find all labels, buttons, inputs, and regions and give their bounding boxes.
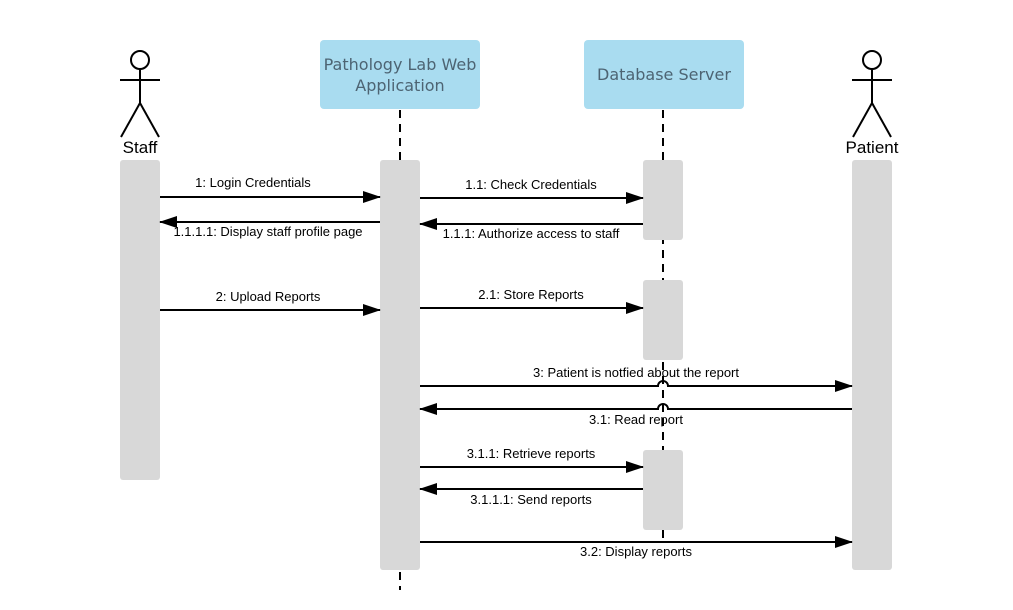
message-3-label: 3: Patient is notfied about the report (533, 365, 739, 380)
message-3-1-arrow (419, 403, 852, 415)
message-2: 2: Upload Reports (160, 289, 381, 316)
db-label: Database Server (597, 65, 731, 84)
message-1-1-label: 1.1: Check Credentials (465, 177, 597, 192)
message-3: 3: Patient is notfied about the report (420, 365, 853, 392)
staff-actor-icon (120, 50, 160, 138)
patient-activation-bar (852, 160, 892, 570)
message-1-1-1: 1.1.1: Authorize access to staff (419, 218, 643, 241)
message-3-arrow (420, 380, 853, 392)
message-2-1: 2.1: Store Reports (420, 287, 644, 314)
webapp-box (320, 40, 480, 109)
message-3-1-1-1: 3.1.1.1: Send reports (419, 483, 643, 507)
db-activation-bar-2 (643, 280, 683, 360)
staff-label: Staff (123, 138, 158, 157)
message-3-1: 3.1: Read report (419, 403, 852, 427)
message-2-1-label: 2.1: Store Reports (478, 287, 584, 302)
db-activation-bar-1 (643, 160, 683, 240)
message-3-1-1-label: 3.1.1: Retrieve reports (467, 446, 596, 461)
message-1-1: 1.1: Check Credentials (420, 177, 644, 204)
message-3-1-label: 3.1: Read report (589, 412, 683, 427)
message-1: 1: Login Credentials (160, 175, 381, 203)
message-1-label: 1: Login Credentials (195, 175, 311, 190)
message-2-label: 2: Upload Reports (216, 289, 321, 304)
message-1-1-1-label: 1.1.1: Authorize access to staff (443, 226, 620, 241)
db-box (584, 40, 744, 109)
message-1-1-1-1: 1.1.1.1: Display staff profile page (159, 216, 380, 239)
patient-actor-icon (852, 50, 892, 138)
message-1-1-1-1-label: 1.1.1.1: Display staff profile page (173, 224, 362, 239)
patient-label: Patient (846, 138, 899, 157)
message-3-2: 3.2: Display reports (420, 536, 853, 559)
message-3-1-1: 3.1.1: Retrieve reports (420, 446, 644, 473)
webapp-label-line2: Application (355, 76, 444, 95)
db-activation-bar-3 (643, 450, 683, 530)
db-participant: Database Server (584, 40, 744, 109)
webapp-participant: Pathology Lab Web Application (320, 40, 480, 109)
staff-activation-bar (120, 160, 160, 480)
webapp-activation-bar (380, 160, 420, 570)
message-3-2-label: 3.2: Display reports (580, 544, 692, 559)
message-3-1-1-1-label: 3.1.1.1: Send reports (470, 492, 592, 507)
webapp-label-line1: Pathology Lab Web (324, 55, 477, 74)
